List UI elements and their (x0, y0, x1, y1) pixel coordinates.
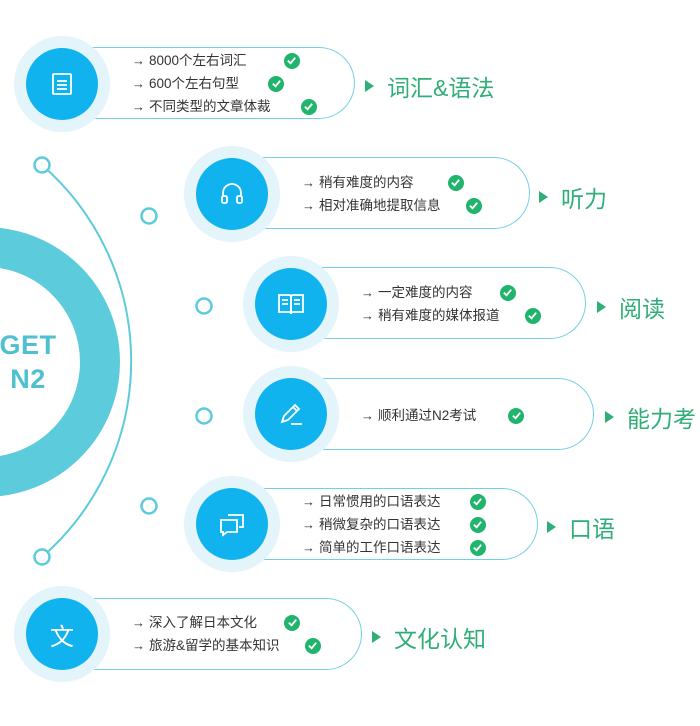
list-item: →旅游&留学的基本知识 (132, 634, 321, 657)
check-icon (469, 493, 486, 510)
list-item: →不同类型的文章体裁 (132, 95, 317, 118)
orbit-node (140, 207, 158, 225)
section-items: →顺利通过N2考试 (361, 404, 525, 427)
list-item: →稍微复杂的口语表达 (302, 513, 486, 536)
check-icon (300, 98, 317, 115)
pencil-icon (255, 378, 327, 450)
orbit-node (33, 548, 51, 566)
list-item: →一定难度的内容 (361, 281, 541, 304)
category-label: 口语 (547, 510, 615, 544)
list-item: →顺利通过N2考试 (361, 404, 525, 427)
document-icon (26, 48, 98, 120)
list-item: →8000个左右词汇 (132, 49, 317, 72)
orbit-node (195, 297, 213, 315)
section-card (260, 488, 538, 560)
center-ring (0, 227, 120, 497)
category-label: 能力考 (605, 400, 696, 434)
section-card (260, 157, 530, 229)
triangle-icon (547, 521, 556, 533)
check-icon (283, 52, 300, 69)
headphones-icon (196, 158, 268, 230)
check-icon (499, 284, 516, 301)
triangle-icon (372, 631, 381, 643)
section-items: →日常惯用的口语表达 →稍微复杂的口语表达 →简单的工作口语表达 (302, 490, 486, 559)
category-label: 词汇&语法 (365, 69, 494, 103)
triangle-icon (539, 191, 548, 203)
get-label-line1: GET (0, 330, 57, 360)
list-item: →稍有难度的内容 (302, 171, 482, 194)
chat-bubbles-icon (196, 488, 268, 560)
check-icon (465, 197, 482, 214)
get-label-line2: N2 (10, 364, 46, 394)
orbit-arc (41, 164, 133, 558)
orbit-node (140, 497, 158, 515)
category-label: 文化认知 (372, 620, 486, 654)
triangle-icon (597, 301, 606, 313)
list-item: →简单的工作口语表达 (302, 536, 486, 559)
section-card (318, 267, 586, 339)
section-items: →稍有难度的内容 →相对准确地提取信息 (302, 171, 482, 217)
section-card (90, 47, 355, 119)
category-label: 听力 (539, 180, 607, 214)
orbit-node (195, 407, 213, 425)
triangle-icon (605, 411, 614, 423)
check-icon (524, 307, 541, 324)
list-item: →600个左右句型 (132, 72, 317, 95)
get-n2-label: GET N2 (0, 328, 68, 396)
check-icon (469, 516, 486, 533)
section-items: →一定难度的内容 →稍有难度的媒体报道 (361, 281, 541, 327)
check-icon (284, 614, 300, 631)
section-items: →8000个左右词汇 →600个左右句型 →不同类型的文章体裁 (132, 49, 317, 118)
section-card (90, 598, 362, 670)
section-items: →深入了解日本文化 →旅游&留学的基本知识 (132, 611, 321, 657)
check-icon (447, 174, 464, 191)
check-icon (268, 75, 285, 92)
list-item: →相对准确地提取信息 (302, 194, 482, 217)
list-item: →日常惯用的口语表达 (302, 490, 486, 513)
check-icon (304, 637, 321, 654)
orbit-node (33, 156, 51, 174)
triangle-icon (365, 80, 374, 92)
check-icon (508, 407, 525, 424)
list-item: →稍有难度的媒体报道 (361, 304, 541, 327)
book-icon (255, 268, 327, 340)
section-card (318, 378, 594, 450)
culture-character-icon: 文 (26, 598, 98, 670)
list-item: →深入了解日本文化 (132, 611, 321, 634)
category-label: 阅读 (597, 290, 665, 324)
check-icon (469, 539, 486, 556)
